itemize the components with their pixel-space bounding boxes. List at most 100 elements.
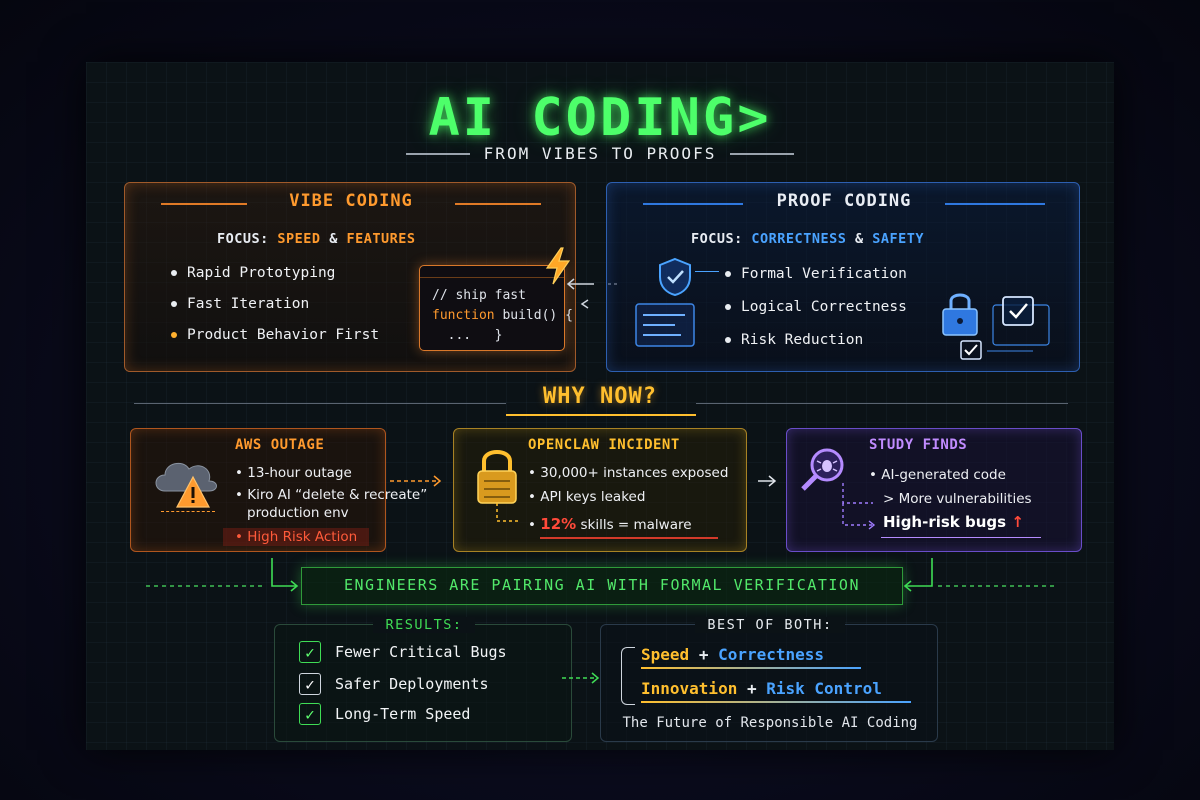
bullet-icon: [725, 271, 731, 277]
list-item: • AI-generated code: [869, 467, 1006, 483]
card-title: OPENCLAW INCIDENT: [528, 437, 680, 453]
card-title: AWS OUTAGE: [235, 437, 325, 453]
cloud-warning-icon: [149, 451, 223, 515]
bullet-icon: [725, 304, 731, 310]
bullet-icon: [725, 337, 731, 343]
arrow-icon: [758, 473, 778, 492]
focus-speed: SPEED: [277, 231, 321, 247]
bracket: [621, 647, 635, 705]
aws-outage-card: AWS OUTAGE • 13-hour outage • Kiro AI “d…: [130, 428, 427, 552]
list-item: • 12% skills = malware: [528, 515, 692, 533]
underline: [506, 414, 696, 416]
vibe-coding-panel: VIBE CODING FOCUS: SPEED & FEATURES Rapi…: [124, 182, 576, 372]
focus-label: FOCUS:: [217, 231, 269, 247]
result-item: ✓ Long-Term Speed: [299, 703, 470, 725]
why-now-title: WHY NOW?: [543, 384, 657, 409]
list-item-label: 13-hour outage: [247, 465, 352, 481]
list-item-label: API keys leaked: [540, 489, 646, 505]
arrow-icon: [562, 670, 602, 689]
connector-line: [695, 271, 719, 272]
code-body: ... }: [432, 328, 503, 343]
results-panel: RESULTS: ✓ Fewer Critical Bugs ✓ Safer Dep…: [274, 617, 572, 742]
lock-check-icon: [933, 285, 1053, 369]
list-item: Fast Iteration: [171, 296, 309, 312]
plus-sign: +: [746, 679, 757, 698]
list-item-label: AI-generated code: [881, 467, 1006, 483]
results-title: RESULTS:: [275, 617, 573, 633]
proof-focus-line: FOCUS: CORRECTNESS & SAFETY: [691, 231, 924, 247]
checkmark-icon: ✓: [299, 673, 321, 695]
window-titlebar: [420, 266, 564, 278]
code-function-line: function build() {: [432, 308, 573, 323]
bullet-icon: [171, 301, 177, 307]
bullet-icon: [171, 332, 177, 338]
innovation-label: Innovation: [641, 679, 738, 698]
correctness-label: Correctness: [718, 645, 825, 664]
footer-tagline: The Future of Responsible AI Coding: [622, 715, 918, 731]
best-row-1: Speed + Correctness: [641, 645, 824, 664]
list-item-label: High-risk bugs: [883, 513, 1007, 531]
formal-verification-banner: ENGINEERS ARE PAIRING AI WITH FORMAL VER…: [301, 567, 903, 605]
infographic-poster: AI CODING> FROM VIBES TO PROOFS VIBE COD…: [86, 62, 1114, 750]
underline: [881, 537, 1041, 538]
warning-label: • High Risk Action: [223, 528, 370, 546]
connector-line: [161, 511, 215, 512]
risk-control-label: Risk Control: [766, 679, 882, 698]
card-title: STUDY FINDS: [869, 437, 968, 453]
divider: [730, 152, 795, 155]
malware-percent: 12%: [540, 515, 577, 533]
speed-label: Speed: [641, 645, 690, 664]
list-item-label: > More vulnerabilities: [883, 491, 1032, 507]
focus-features: FEATURES: [346, 231, 416, 247]
magnifier-bug-icon: [797, 443, 857, 501]
best-title-text: BEST OF BOTH:: [695, 617, 845, 633]
list-item-label: Rapid Prototyping: [187, 265, 336, 281]
shield-check-icon: [657, 257, 693, 301]
warning-text: High Risk Action: [247, 529, 358, 545]
checkmark-icon: ✓: [299, 703, 321, 725]
best-of-both-title: BEST OF BOTH:: [601, 617, 939, 633]
vibe-coding-title: VIBE CODING: [289, 191, 413, 211]
best-of-both-panel: BEST OF BOTH: Speed + Correctness Innova…: [600, 617, 938, 742]
code-window: // ship fast function build() { ... }: [419, 265, 573, 351]
connector-line: [839, 483, 879, 537]
divider: [161, 203, 247, 205]
best-row-2: Innovation + Risk Control: [641, 679, 882, 698]
list-item: • 30,000+ instances exposed: [528, 465, 729, 481]
main-title: AI CODING>: [428, 88, 772, 148]
list-item-continuation: production env: [247, 505, 349, 521]
divider: [945, 203, 1045, 205]
result-item: ✓ Fewer Critical Bugs: [299, 641, 507, 663]
result-label: Long-Term Speed: [335, 705, 471, 723]
proof-coding-title: PROOF CODING: [776, 191, 912, 211]
bullet-icon: [171, 270, 177, 276]
connector-line: [898, 558, 1058, 602]
list-item-label: Formal Verification: [741, 266, 907, 282]
list-item-label: Fast Iteration: [187, 296, 310, 312]
padlock-icon: [474, 445, 520, 533]
divider: [643, 203, 743, 205]
arrow-up-icon: ↑: [1011, 513, 1024, 531]
divider: [134, 403, 506, 404]
result-item: ✓ Safer Deployments: [299, 673, 489, 695]
results-title-text: RESULTS:: [373, 617, 475, 633]
openclaw-incident-card: OPENCLAW INCIDENT • 30,000+ instances ex…: [453, 428, 747, 552]
code-keyword: function: [432, 308, 495, 323]
list-item-label: Kiro AI “delete & recreate”: [247, 487, 428, 503]
list-item: Rapid Prototyping: [171, 265, 335, 281]
list-item-label: Risk Reduction: [741, 332, 864, 348]
list-item: Risk Reduction: [725, 332, 863, 348]
list-item: Formal Verification: [725, 266, 907, 282]
lightning-icon: [543, 247, 573, 289]
list-item-label: Logical Correctness: [741, 299, 907, 315]
divider: [405, 152, 470, 155]
arrow-icon: [390, 473, 444, 492]
result-label: Fewer Critical Bugs: [335, 643, 507, 661]
list-item-label: 30,000+ instances exposed: [540, 465, 729, 481]
list-item-label: skills = malware: [580, 517, 692, 533]
list-item: • API keys leaked: [528, 489, 646, 505]
checkmark-icon: ✓: [299, 641, 321, 663]
focus-correctness: CORRECTNESS: [751, 231, 847, 247]
underline: [641, 701, 911, 703]
result-label: Safer Deployments: [335, 675, 489, 693]
